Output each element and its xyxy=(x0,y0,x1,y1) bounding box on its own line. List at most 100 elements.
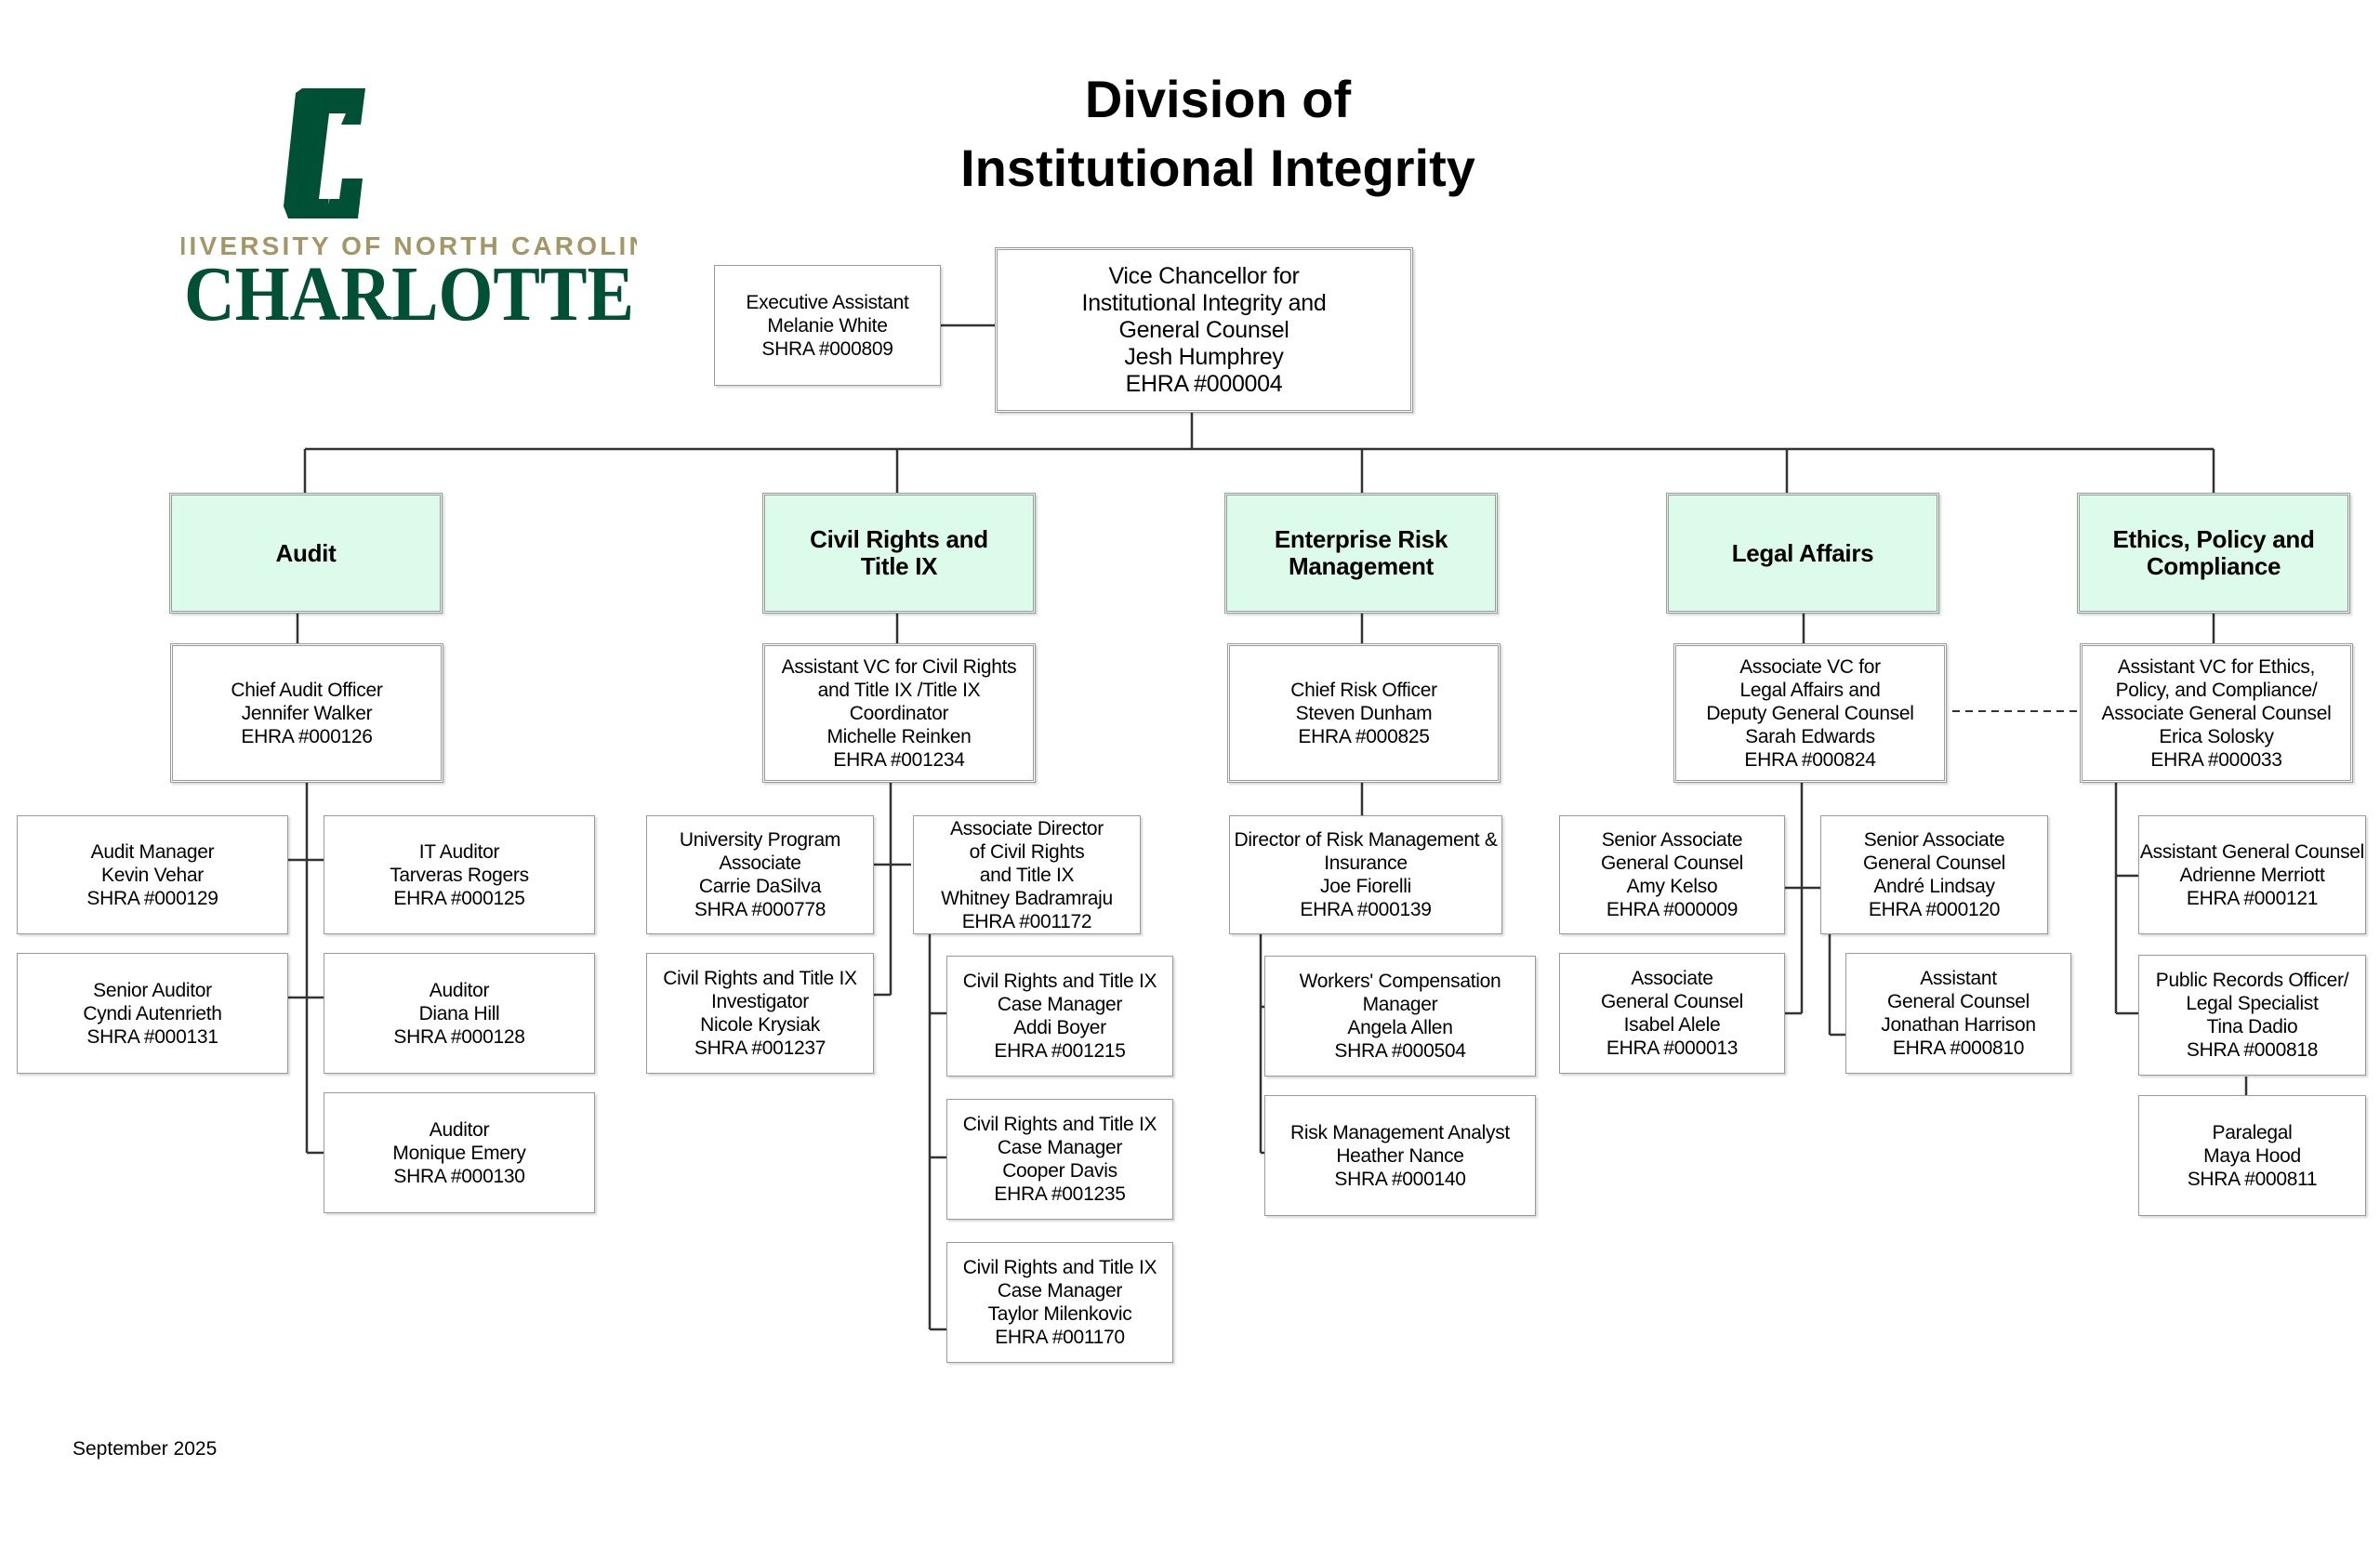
box-text-line: Institutional Integrity and xyxy=(1081,289,1327,316)
box-text-line: of Civil Rights xyxy=(969,840,1085,863)
box-text-line: General Counsel xyxy=(1600,991,1744,1012)
box-text-line: Auditor xyxy=(429,979,490,1001)
box-text-line: Associate VC for xyxy=(1739,655,1881,678)
box-text-line: Senior Associate xyxy=(1863,829,2005,851)
box-text-line: EHRA #001235 xyxy=(994,1183,1126,1205)
box-text-line: and Title IX /Title IX xyxy=(817,679,981,701)
box-text-line: SHRA #000140 xyxy=(1334,1168,1466,1190)
box-text-line: Addi Boyer xyxy=(1013,1017,1106,1038)
logo-charlotte-text: CHARLOTTE xyxy=(184,251,634,327)
box-text-line: EHRA #000825 xyxy=(1298,725,1430,747)
footer-date: September 2025 xyxy=(73,1438,218,1460)
box-text-line: Senior Associate xyxy=(1601,829,1743,851)
box-text-line: Investigator xyxy=(711,991,809,1012)
box-text-line: Taylor Milenkovic xyxy=(987,1303,1132,1325)
box-text-line: Maya Hood xyxy=(2203,1144,2301,1167)
box-text-line: SHRA #001237 xyxy=(694,1037,826,1059)
box-text-line: Enterprise Risk xyxy=(1274,525,1448,553)
box-text-line: EHRA #000120 xyxy=(1868,899,2001,920)
box-text-line: Tarveras Rogers xyxy=(390,864,529,886)
box-text-line: General Counsel xyxy=(1886,991,2030,1012)
box-text-line: SHRA #000811 xyxy=(2187,1168,2318,1190)
page-title-line2: Institutional Integrity xyxy=(960,139,1475,197)
box-text-line: Legal Specialist xyxy=(2186,993,2319,1014)
box-text-line: SHRA #000818 xyxy=(2186,1039,2319,1061)
box-text-line: Civil Rights and Title IX xyxy=(962,971,1157,992)
box-text-line: Tina Dadio xyxy=(2206,1016,2298,1037)
box-text-line: EHRA #000013 xyxy=(1606,1037,1739,1059)
box-text-line: IT Auditor xyxy=(418,840,500,863)
box-text-line: Assistant VC for Ethics, xyxy=(2117,655,2316,678)
box-text-line: EHRA #001234 xyxy=(833,748,965,771)
box-text-line: Erica Solosky xyxy=(2159,725,2274,747)
box-text-line: EHRA #000125 xyxy=(393,887,525,909)
box-text-line: University Program xyxy=(679,829,841,851)
box-text-line: SHRA #000130 xyxy=(393,1165,525,1187)
box-text-line: Joe Fiorelli xyxy=(1320,876,1411,897)
box-text-line: General Counsel xyxy=(1862,852,2006,874)
box-text-line: Assistant xyxy=(1920,968,1997,989)
box-text-line: Adrienne Merriott xyxy=(2179,864,2325,886)
box-text-line: Insurance xyxy=(1324,852,1408,874)
box-text-line: Jesh Humphrey xyxy=(1124,343,1284,370)
box-text-line: Isabel Alele xyxy=(1623,1014,1721,1036)
box-text-line: Vice Chancellor for xyxy=(1108,262,1300,289)
box-text-line: Title IX xyxy=(860,552,938,580)
box-text-line: Civil Rights and xyxy=(810,525,988,553)
box-text-line: Sarah Edwards xyxy=(1745,725,1875,747)
box-text-line: EHRA #001215 xyxy=(994,1040,1126,1062)
box-text-line: Monique Emery xyxy=(392,1142,526,1164)
box-text-line: SHRA #000809 xyxy=(761,337,893,360)
box-text-line: Deputy General Counsel xyxy=(1706,702,1914,724)
box-text-line: Case Manager xyxy=(997,1280,1123,1302)
box-text-line: EHRA #000009 xyxy=(1606,899,1739,920)
box-text-line: SHRA #000128 xyxy=(393,1025,525,1048)
uncc-logo: UNIVERSITY OF NORTH CAROLINA CHARLOTTE xyxy=(181,88,637,327)
manager-ethics-avc: Assistant VC for Ethics,Policy, and Comp… xyxy=(2080,643,2353,783)
box-text-line: Cooper Davis xyxy=(1002,1160,1117,1182)
box-text-line: SHRA #000131 xyxy=(86,1025,218,1048)
box-text-line: Legal Affairs xyxy=(1731,538,1874,567)
box-text-line: Angela Allen xyxy=(1347,1017,1453,1038)
box-text-line: SHRA #000778 xyxy=(694,899,826,920)
logo-university-text: UNIVERSITY OF NORTH CAROLINA xyxy=(181,231,637,260)
box-text-line: EHRA #000810 xyxy=(1892,1037,2025,1059)
box-text-line: Heather Nance xyxy=(1336,1144,1464,1167)
box-text-line: Policy, and Compliance/ xyxy=(2115,679,2318,701)
box-text-line: Ethics, Policy and xyxy=(2112,525,2315,553)
box-text-line: Manager xyxy=(1362,994,1438,1015)
box-text-line: Case Manager xyxy=(997,994,1123,1015)
box-text-line: EHRA #001170 xyxy=(995,1327,1125,1348)
box-text-line: Executive Assistant xyxy=(746,291,909,313)
uncc-c-mark-icon xyxy=(284,88,365,218)
page-title: Division of Institutional Integrity xyxy=(930,65,1506,203)
box-text-line: Senior Auditor xyxy=(93,979,212,1001)
page-title-line1: Division of xyxy=(1084,70,1352,128)
box-text-line: Amy Kelso xyxy=(1626,876,1718,897)
box-text-line: Associate xyxy=(719,852,801,874)
box-text-line: Civil Rights and Title IX xyxy=(663,968,857,989)
box-text-line: Director of Risk Management & xyxy=(1234,829,1498,851)
